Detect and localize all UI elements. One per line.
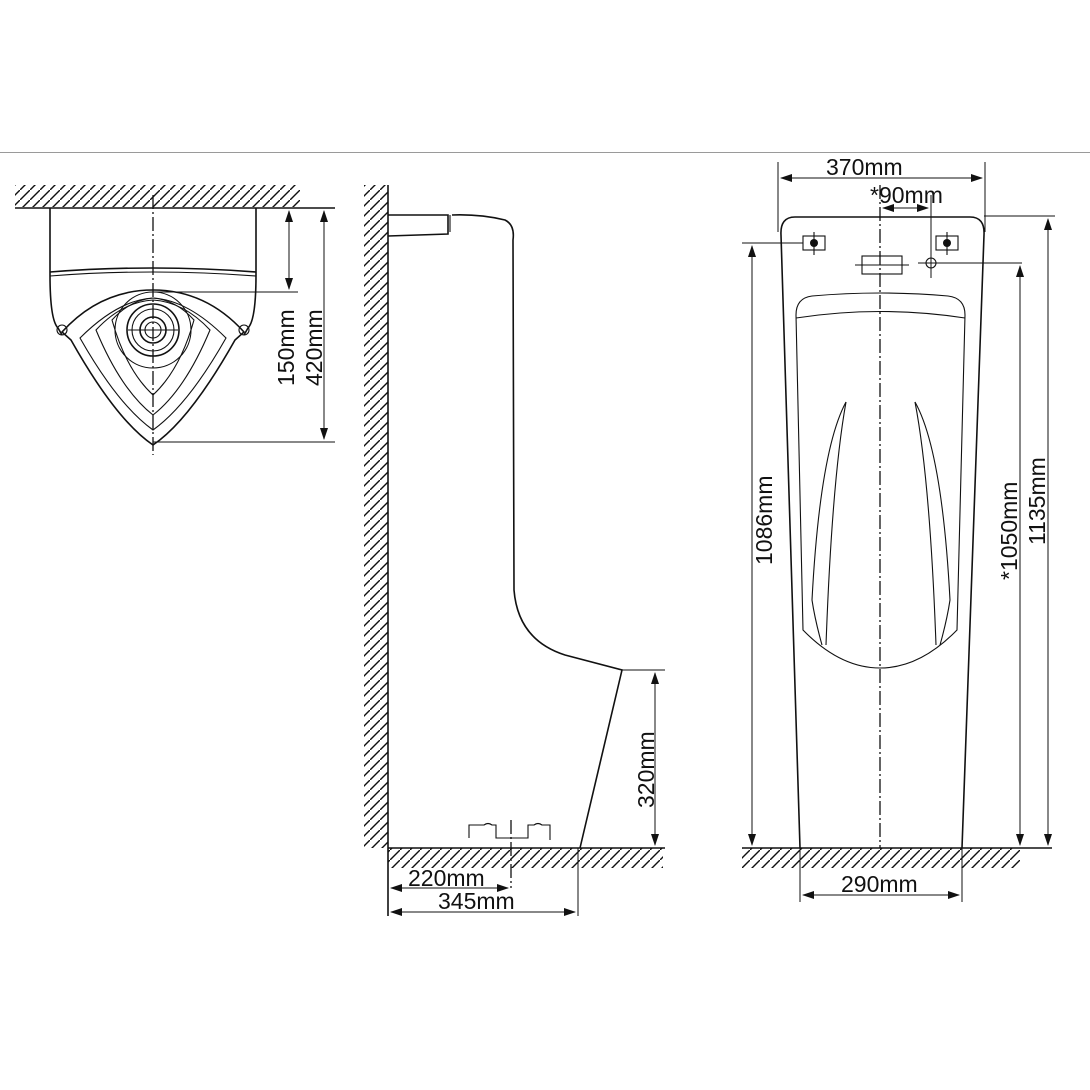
side-view: 320mm 220mm 345mm bbox=[364, 185, 665, 916]
bowl-outline bbox=[60, 289, 246, 446]
body-profile-side bbox=[451, 214, 623, 849]
dim-label-420mm: 420mm bbox=[301, 309, 327, 386]
wall-hatch-top-view bbox=[15, 185, 300, 207]
drain-pipe-icon bbox=[468, 822, 551, 840]
dim-label-1135mm: 1135mm bbox=[1024, 457, 1050, 545]
body-outline-front bbox=[780, 216, 985, 849]
floor-hatch-side-view bbox=[388, 848, 663, 868]
corner-knob-left bbox=[56, 324, 68, 336]
dim-label-345mm: 345mm bbox=[438, 888, 515, 914]
front-view: 370mm *90mm 1086mm *1050mm 1135mm 290mm bbox=[742, 154, 1055, 902]
bowl-outline-front bbox=[795, 292, 966, 669]
dim-label-150mm: 150mm bbox=[273, 309, 299, 386]
wall-hatch-side-view bbox=[364, 185, 388, 848]
dim-label-1050mm: *1050mm bbox=[996, 482, 1022, 580]
dim-label-290mm: 290mm bbox=[841, 871, 918, 897]
dim-label-320mm: 320mm bbox=[633, 731, 659, 808]
flush-valve-block bbox=[387, 214, 449, 237]
dim-label-370mm: 370mm bbox=[826, 154, 903, 180]
corner-knob-right bbox=[238, 324, 250, 336]
dim-label-1086mm: 1086mm bbox=[751, 476, 777, 565]
dim-label-90mm: *90mm bbox=[870, 182, 943, 208]
dim-label-220mm: 220mm bbox=[408, 865, 485, 891]
top-view: 150mm 420mm bbox=[15, 185, 335, 455]
floor-hatch-front-view bbox=[742, 848, 1020, 868]
top-divider-rule bbox=[0, 152, 1090, 153]
